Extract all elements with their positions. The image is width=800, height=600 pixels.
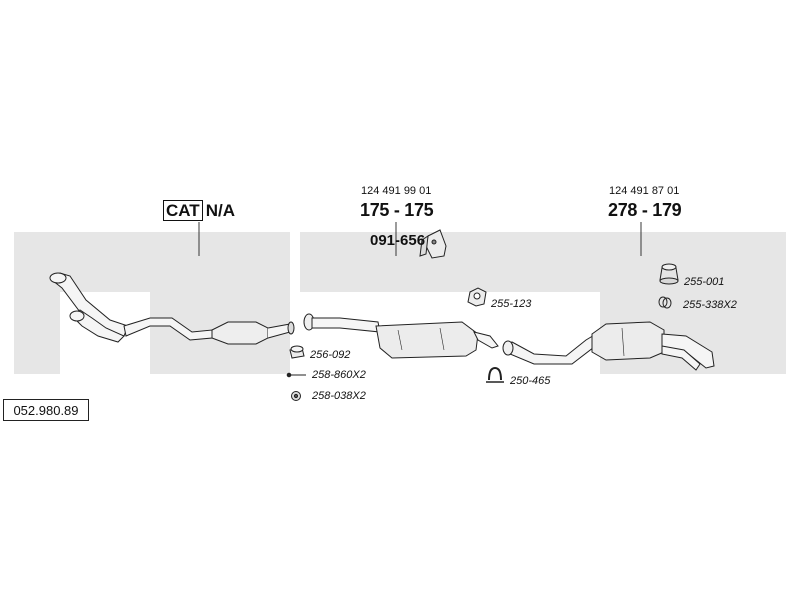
bracket-side — [419, 234, 429, 257]
mount-icon-top — [661, 263, 677, 271]
silencer-inlet-pipe — [311, 317, 381, 333]
rear-inlet-flange — [502, 340, 514, 356]
nut-icon-hole — [293, 393, 299, 399]
watermark-block — [14, 232, 60, 374]
catalyst-label: CAT N/A — [163, 200, 235, 221]
rear-silencer-seam — [621, 327, 625, 357]
fitting-icons — [286, 263, 679, 401]
cat-label: CAT — [163, 200, 203, 221]
fitting-label-nut: 258-038X2 — [312, 390, 366, 402]
bolt-icon-head — [286, 372, 292, 378]
rear-inlet-pipe — [503, 333, 599, 365]
cat-status: N/A — [205, 200, 235, 220]
fitting-label-clamp: 256-092 — [310, 349, 351, 361]
gasket-icon — [662, 297, 672, 309]
fitting-label-u-bolt: 250-465 — [510, 375, 551, 387]
catalog-reference: 052.980.89 — [3, 399, 89, 421]
silencer-seam — [397, 329, 403, 351]
fitting-label-bolt: 258-860X2 — [312, 369, 366, 381]
watermark-block — [740, 232, 786, 374]
rear-tailpipe-lower — [661, 345, 701, 371]
silencer-seam — [439, 327, 445, 351]
front-oem-number: 124 491 99 01 — [361, 185, 432, 197]
front-flange — [69, 310, 85, 322]
front-downpipe — [49, 272, 213, 343]
silencer-outlet — [473, 331, 499, 349]
clamp-icon-top — [290, 345, 304, 353]
mount-icon-base — [659, 277, 679, 285]
front-pipe-branch-lower — [71, 309, 125, 343]
fitting-label-mount: 255-001 — [684, 276, 725, 288]
rear-oem-number: 124 491 87 01 — [609, 185, 680, 197]
rear-silencer — [502, 321, 715, 371]
fitting-label-gasket: 255-338X2 — [683, 299, 737, 311]
u-bolt-icon — [488, 366, 502, 381]
leader-lines — [198, 222, 642, 256]
bracket-hole — [431, 239, 437, 245]
fitting-label-rubber-mount: 255-123 — [491, 298, 532, 310]
front-part-number: 175 - 175 — [360, 200, 434, 220]
hanger-bracket-drawing — [419, 229, 447, 259]
silencer-body — [375, 321, 479, 359]
front-flange — [49, 272, 67, 284]
rubber-mount-icon-hole — [473, 292, 481, 300]
front-silencer — [303, 313, 499, 359]
watermark-block — [60, 232, 290, 292]
catalytic-converter — [211, 321, 295, 345]
cat-flange — [287, 321, 295, 335]
cat-body — [211, 321, 269, 345]
rear-silencer-body — [591, 321, 665, 361]
hanger-part-number: 091-656 — [370, 232, 426, 249]
gasket-icon — [658, 296, 668, 308]
rear-part-number: 278 - 179 — [608, 200, 682, 220]
